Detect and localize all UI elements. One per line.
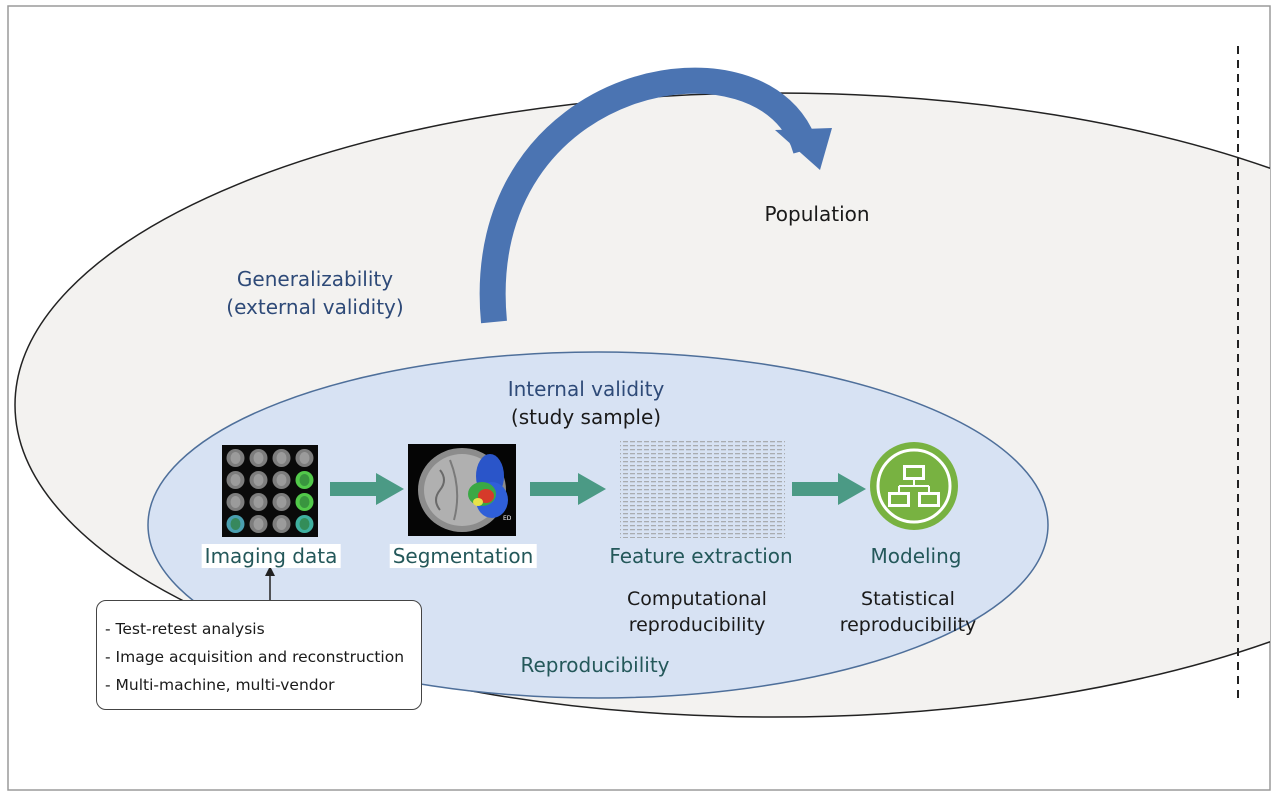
arrow-imaging-to-segmentation	[330, 473, 404, 505]
reproducibility-label: Reproducibility	[520, 653, 670, 677]
brain-segmentation-icon: ED	[408, 444, 516, 536]
generalizability-line2: (external validity)	[226, 295, 404, 319]
internal-validity-line2: (study sample)	[510, 405, 662, 429]
acquisition-notes-box: - Test-retest analysis - Image acquisiti…	[96, 600, 422, 710]
note-item: - Image acquisition and reconstruction	[105, 648, 405, 666]
statistical-reproducibility-label: Statistical reproducibility	[840, 586, 977, 638]
internal-validity-line1: Internal validity	[507, 377, 665, 401]
note-item: - Test-retest analysis	[105, 620, 265, 638]
stage-label-imaging: Imaging data	[201, 544, 341, 568]
stage-label-feature-extraction: Feature extraction	[609, 544, 793, 568]
population-label: Population	[764, 202, 870, 226]
statistical-line2: reproducibility	[839, 614, 977, 636]
callout-connector-arrow	[265, 566, 275, 600]
feature-matrix-icon	[620, 440, 785, 538]
internal-validity-label: Internal validity (study sample)	[508, 375, 665, 431]
stage-label-segmentation: Segmentation	[389, 544, 537, 568]
computational-line2: reproducibility	[628, 614, 766, 636]
computational-reproducibility-label: Computational reproducibility	[627, 586, 767, 638]
generalizability-label: Generalizability (external validity)	[226, 265, 403, 321]
generalizability-line1: Generalizability	[236, 267, 394, 291]
stage-label-modeling: Modeling	[870, 544, 962, 568]
svg-text:ED: ED	[503, 515, 512, 522]
generalizability-arrow	[479, 67, 832, 324]
note-item: - Multi-machine, multi-vendor	[105, 676, 335, 694]
computer-network-icon	[870, 442, 958, 530]
computational-line1: Computational	[627, 588, 767, 610]
statistical-line1: Statistical	[861, 588, 955, 610]
arrow-feature-to-modeling	[792, 473, 866, 505]
arrow-segmentation-to-feature	[530, 473, 606, 505]
brain-mri-grid-icon	[222, 445, 318, 537]
